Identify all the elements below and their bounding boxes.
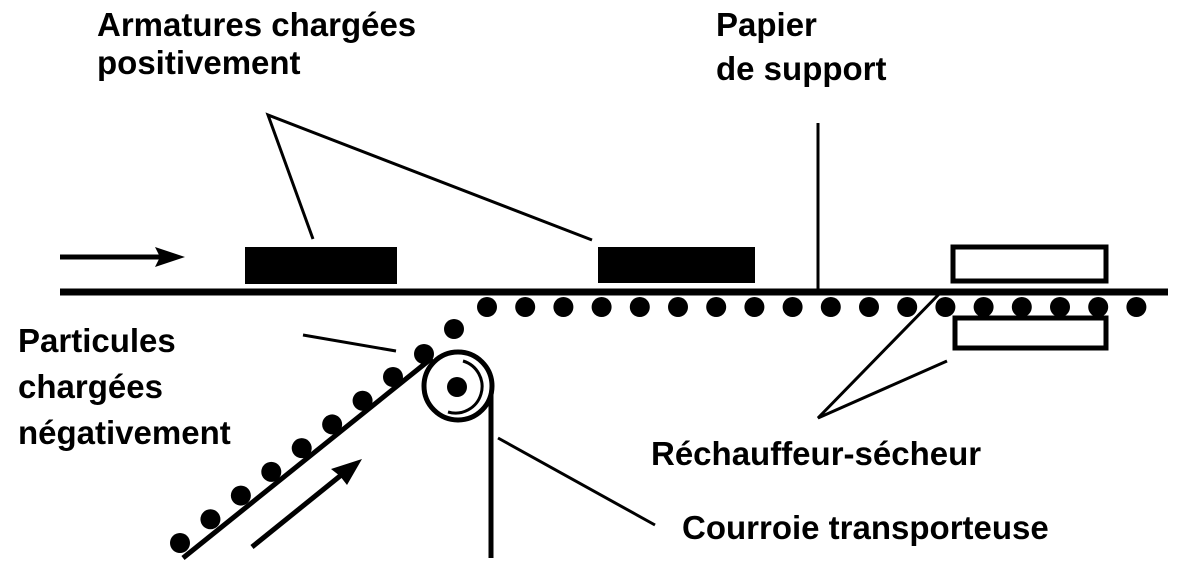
particle	[444, 319, 464, 339]
particle	[973, 297, 994, 317]
particle	[170, 533, 190, 553]
label-armatures-1: Armatures chargées	[97, 6, 417, 43]
label-papier-1: Papier	[716, 6, 817, 43]
particle	[897, 297, 918, 317]
armature-1	[245, 247, 397, 284]
particle	[414, 344, 434, 364]
belt-direction-arrow-icon	[250, 459, 362, 549]
particle	[383, 367, 403, 387]
heater-bottom	[952, 315, 1109, 351]
armatures-leader	[265, 112, 593, 242]
particle	[782, 297, 803, 317]
label-papier-2: de support	[716, 50, 887, 87]
particle	[591, 297, 612, 317]
particle	[744, 297, 765, 317]
feed-arrow-icon	[60, 247, 185, 267]
particle	[1126, 297, 1147, 317]
particle	[477, 297, 497, 317]
conveyor-belt-incline	[181, 356, 434, 560]
label-courroie: Courroie transporteuse	[682, 509, 1049, 546]
particle	[935, 297, 956, 317]
particle	[291, 438, 312, 459]
particle	[820, 297, 841, 317]
particules-leader	[302, 333, 397, 353]
armature-2	[598, 247, 755, 283]
particle	[515, 297, 536, 317]
courroie-leader	[497, 436, 656, 527]
particle	[1050, 297, 1070, 317]
label-particules-1: Particules	[18, 322, 176, 359]
particles	[170, 297, 1147, 553]
label-particules-2: chargées	[18, 368, 163, 405]
heater-top	[950, 244, 1109, 284]
particle	[261, 461, 282, 482]
particle	[1011, 297, 1032, 317]
particle	[230, 485, 251, 506]
particle	[706, 297, 727, 317]
particle	[553, 297, 574, 317]
particle	[859, 297, 879, 317]
label-particules-3: négativement	[18, 414, 231, 451]
label-rechauffeur: Réchauffeur-sécheur	[651, 435, 982, 472]
rechauffeur-leader	[816, 288, 948, 420]
particle	[668, 297, 688, 317]
particle	[200, 509, 221, 530]
particle	[1088, 297, 1109, 317]
particle	[322, 414, 343, 435]
particle	[629, 297, 650, 317]
particle	[352, 390, 373, 411]
roller	[421, 349, 495, 423]
label-armatures-2: positivement	[97, 44, 301, 81]
